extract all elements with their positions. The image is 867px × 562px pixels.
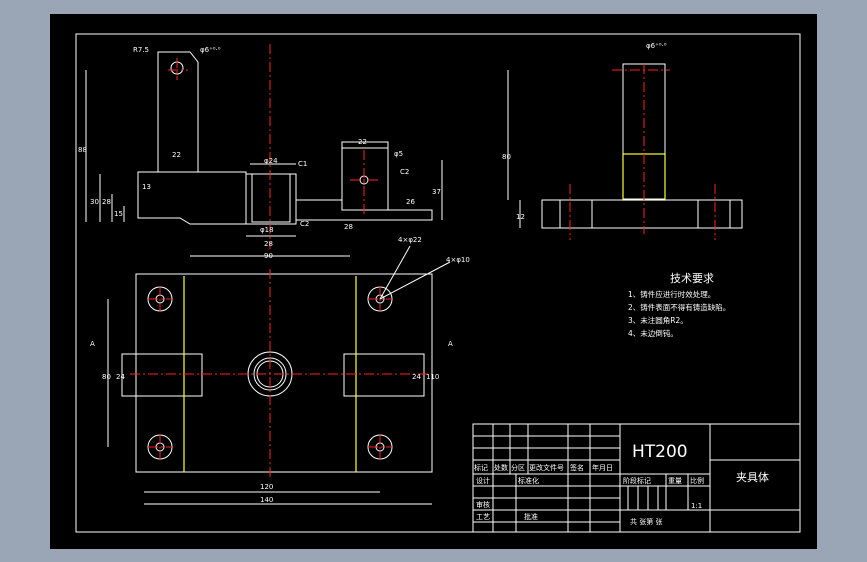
dim-140: 140 — [260, 496, 273, 504]
side-base-left — [559, 199, 593, 229]
top-outline — [135, 273, 433, 473]
dim-24-left: 24 — [116, 373, 125, 381]
tb-mark: 标记 — [474, 463, 488, 472]
side-dim-hole: φ6⁺⁰·⁰ — [646, 42, 667, 50]
tech-item: 1、铸件应进行时效处理。 — [628, 289, 715, 299]
dim-28-bottom: 28 — [264, 240, 273, 248]
drawing-title: 夹具体 — [736, 470, 769, 484]
side-dim-80: 80 — [502, 153, 511, 161]
tech-requirements: 技术要求 1、铸件应进行时效处理。 2、铸件表面不得有铸造缺陷。 3、未注圆角R… — [628, 272, 730, 338]
tech-item: 2、铸件表面不得有铸造缺陷。 — [628, 302, 730, 312]
tb-count: 处数 — [494, 463, 508, 472]
dim-hole-top: φ6⁺⁰·⁰ — [200, 46, 221, 54]
dim-d5: φ5 — [394, 150, 403, 158]
tb-approve: 批准 — [524, 512, 538, 521]
dim-d18: φ18 — [260, 226, 274, 234]
title-block: HT200 夹具体 1:1 共 张第 张 标记 处数 分区 更改文件号 签名 年… — [472, 423, 801, 533]
side-dim-12: 12 — [516, 213, 525, 221]
right-block — [341, 141, 389, 211]
tb-standardize: 标准化 — [518, 476, 539, 485]
dim-80-top: 80 — [102, 373, 111, 381]
cad-drawing: R7.5 φ6⁺⁰·⁰ 22 88 30 28 15 13 φ24 C1 φ18… — [75, 33, 801, 533]
leader-line — [379, 245, 411, 300]
dim-d24: φ24 — [264, 157, 278, 165]
leader-line — [379, 261, 451, 300]
column-section — [157, 51, 199, 173]
dim-22-right: 22 — [358, 138, 367, 146]
side-base-right — [697, 199, 731, 229]
tb-change-doc: 更改文件号 — [529, 463, 564, 472]
left-block — [121, 353, 203, 397]
dim-28-right: 28 — [344, 223, 353, 231]
drawing-border — [75, 33, 801, 533]
right-block-top — [343, 353, 425, 397]
dim-37: 37 — [432, 188, 441, 196]
dim-r7-5: R7.5 — [133, 46, 149, 54]
drawing-sheet: R7.5 φ6⁺⁰·⁰ 22 88 30 28 15 13 φ24 C1 φ18… — [50, 14, 817, 549]
side-base — [541, 199, 743, 229]
dim-4x22: 4×φ22 — [398, 236, 422, 244]
dim-30: 30 — [90, 198, 99, 206]
tech-item: 3、未注圆角R2。 — [628, 315, 688, 325]
base-left-section — [137, 171, 247, 225]
dim-88: 88 — [78, 146, 87, 154]
section-mark-right: A — [448, 340, 453, 348]
tb-review: 审核 — [476, 500, 490, 509]
tb-weight: 重量 — [668, 477, 682, 485]
section-mark-left: A — [90, 340, 95, 348]
bushing-bore — [245, 173, 297, 225]
dim-90: 90 — [264, 252, 273, 260]
dim-c2: C2 — [400, 168, 409, 176]
title-block-frame — [472, 423, 801, 533]
tb-design: 设计 — [476, 476, 490, 485]
side-view: φ6⁺⁰·⁰ 80 12 — [502, 42, 743, 240]
tb-process: 工艺 — [476, 513, 490, 521]
dim-110: 110 — [426, 373, 439, 381]
dim-22-top: 22 — [172, 151, 181, 159]
dim-13: 13 — [142, 183, 151, 191]
dim-120: 120 — [260, 483, 273, 491]
tb-ratio: 比例 — [690, 476, 704, 485]
scale-value: 1:1 — [691, 502, 702, 510]
dim-4x10: 4×φ10 — [446, 256, 470, 264]
tb-date: 年月日 — [592, 463, 613, 472]
tb-zone: 分区 — [511, 463, 525, 472]
bushing-inner — [251, 173, 291, 223]
tb-sign: 签名 — [570, 463, 584, 472]
top-view: 4×φ22 4×φ10 80 24 24 110 120 140 A A — [90, 236, 470, 505]
dim-15: 15 — [114, 210, 123, 218]
material: HT200 — [632, 442, 688, 462]
sheet-label: 共 张第 张 — [630, 517, 662, 526]
dim-c1: C1 — [298, 160, 307, 168]
tb-stage-mark: 阶段标记 — [623, 476, 651, 485]
dim-26: 26 — [406, 198, 415, 206]
dim-28: 28 — [102, 198, 111, 206]
dim-24-right: 24 — [412, 373, 421, 381]
front-view: R7.5 φ6⁺⁰·⁰ 22 88 30 28 15 13 φ24 C1 φ18… — [78, 44, 443, 260]
dim-c2-small: C2 — [300, 220, 309, 228]
tech-heading: 技术要求 — [670, 272, 714, 285]
tech-item: 4、未边倒钝。 — [628, 328, 678, 338]
